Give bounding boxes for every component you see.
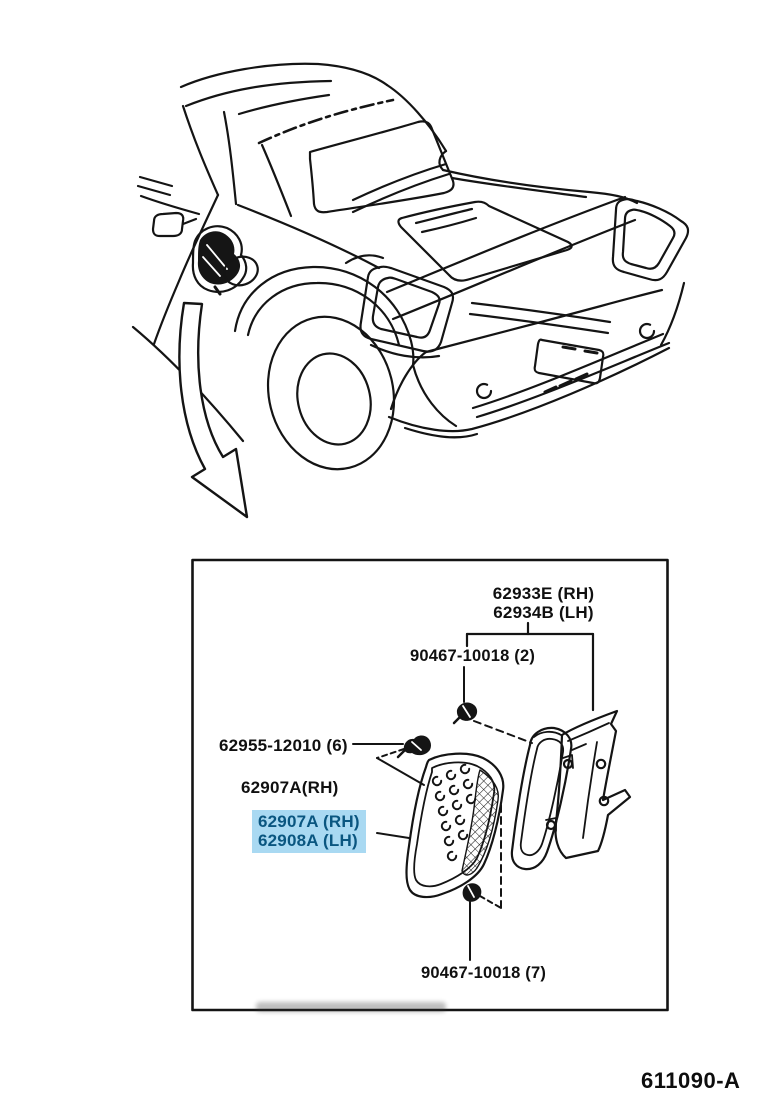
label-retainer-panel: 62933E (RH) 62934B (LH) [470,584,617,622]
retainer-panel-drawing [554,709,632,860]
label-clip-upper: 90467-10018 (2) [410,647,536,665]
drawing-code: 611090-A [641,1068,741,1093]
vent-duct-drawing [510,726,574,871]
side-mirror [151,211,198,238]
vent-location-marker [191,225,248,296]
license-plate [533,338,605,385]
callout-arrow [178,301,249,519]
label-louvre-lh: 62908A (LH) [258,831,358,850]
screw-fastener-icon [396,735,431,759]
detail-box [191,558,669,1012]
soft-top [179,62,448,218]
clip-fastener-top-icon [452,702,478,725]
louvre-mesh [461,769,499,876]
bracket-lines [465,621,595,712]
rear-bumper [387,288,671,439]
louvre-holes [431,763,477,862]
right-tail-light [611,197,690,347]
rear-wheel [233,265,458,471]
label-louvre-highlighted[interactable]: 62907A (RH) 62908A (LH) [252,810,366,853]
vent-louvre-drawing [405,752,505,899]
label-retainer-lh: 62934B (LH) [493,602,594,622]
car-illustration [131,62,690,471]
label-retainer-rh: 62933E (RH) [492,584,595,603]
label-screw: 62955-12010 (6) [219,736,348,755]
rear-window [308,120,455,214]
leader-lines [352,666,533,961]
engine-lid [397,200,573,282]
label-clip-lower: 90467-10018 (7) [421,964,547,982]
detail-box-border [191,558,669,1012]
fuel-door [223,255,259,287]
label-louvre-rh: 62907A (RH) [258,812,360,831]
clip-fastener-bottom-icon [462,883,482,902]
label-louvre-assembly: 62907A(RH) [241,778,339,797]
scan-smudge [256,1002,446,1012]
